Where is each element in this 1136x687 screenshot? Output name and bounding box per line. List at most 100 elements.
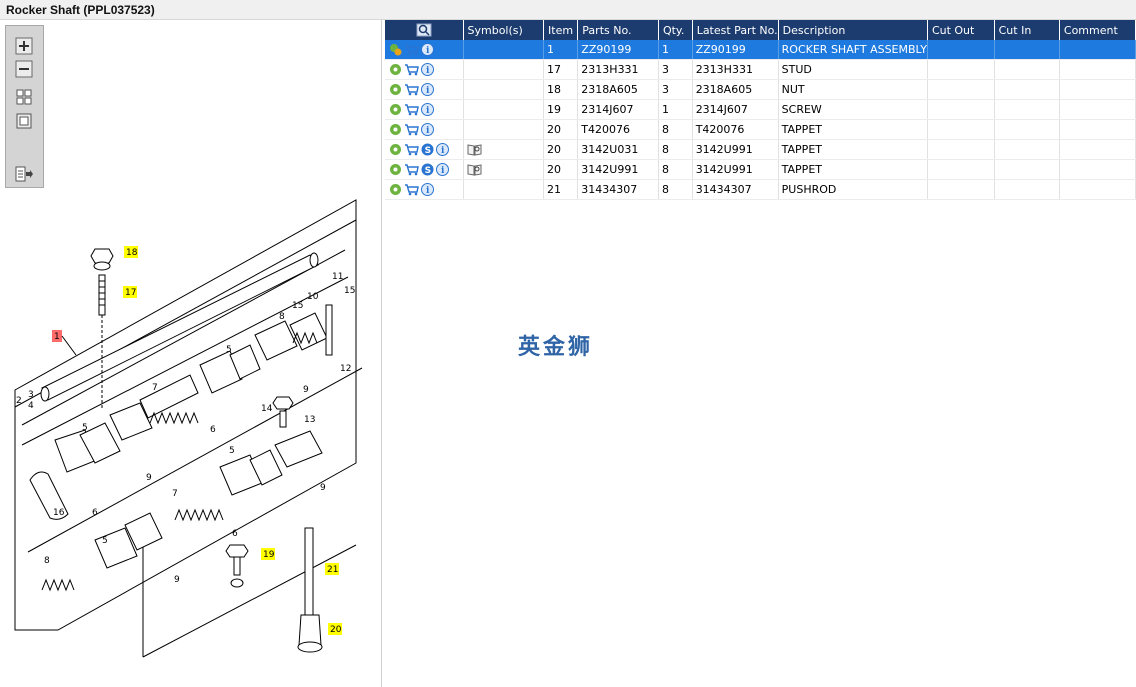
cart-icon[interactable] bbox=[404, 63, 419, 76]
cell-description: TAPPET bbox=[778, 119, 928, 140]
cell-latest-part-no: 2314J607 bbox=[692, 99, 779, 120]
info-icon[interactable]: i bbox=[421, 103, 434, 117]
diagram-pane[interactable]: 2 3 4 5 5 5 5 6 6 6 7 7 8 8 9 9 9 9 10 1… bbox=[0, 20, 382, 687]
exploded-parts-diagram[interactable]: 2 3 4 5 5 5 5 6 6 6 7 7 8 8 9 9 9 9 10 1… bbox=[0, 195, 380, 665]
label: 3 bbox=[28, 390, 34, 400]
cell-cut-in bbox=[994, 99, 1060, 120]
info-icon[interactable]: i bbox=[421, 183, 434, 197]
cell-qty: 8 bbox=[658, 119, 693, 140]
label: 15 bbox=[344, 286, 355, 296]
book-icon[interactable] bbox=[467, 143, 482, 156]
col-qty[interactable]: Qty. bbox=[658, 20, 693, 40]
label: 5 bbox=[229, 446, 235, 456]
info-icon[interactable]: i bbox=[436, 163, 449, 177]
cell-part-no: T420076 bbox=[577, 119, 659, 140]
info-icon[interactable]: i bbox=[421, 43, 434, 57]
col-actions[interactable] bbox=[385, 20, 464, 40]
part-labels: 2 3 4 5 5 5 5 6 6 6 7 7 8 8 9 9 9 9 10 1… bbox=[16, 272, 355, 585]
cart-icon[interactable] bbox=[404, 143, 419, 156]
zoom-out-icon bbox=[15, 60, 33, 78]
actual-size-icon bbox=[16, 113, 32, 129]
row-actions: i bbox=[385, 99, 464, 120]
cell-part-no: ZZ90199 bbox=[577, 40, 659, 60]
col-cut-in[interactable]: Cut In bbox=[994, 20, 1060, 40]
zoom-in-button[interactable] bbox=[13, 36, 35, 56]
zoom-out-button[interactable] bbox=[13, 59, 35, 79]
info-icon[interactable]: i bbox=[436, 143, 449, 157]
gear-icon[interactable] bbox=[389, 123, 402, 136]
gear-icon[interactable] bbox=[389, 83, 402, 96]
cell-qty: 1 bbox=[658, 99, 693, 120]
cell-qty: 3 bbox=[658, 59, 693, 80]
cell-description: NUT bbox=[778, 79, 928, 100]
label: 9 bbox=[174, 575, 180, 585]
gear-icon[interactable] bbox=[389, 183, 402, 196]
cart-icon[interactable] bbox=[404, 163, 419, 176]
cell-cut-out bbox=[927, 40, 995, 60]
cart-icon[interactable] bbox=[404, 183, 419, 196]
row-actions: i bbox=[385, 119, 464, 140]
callout: 18 bbox=[126, 248, 138, 258]
col-item[interactable]: Item bbox=[543, 20, 579, 40]
col-description[interactable]: Description bbox=[778, 20, 928, 40]
col-part-no[interactable]: Parts No. bbox=[577, 20, 659, 40]
callouts: 18 17 1 19 21 20 bbox=[52, 246, 342, 635]
svg-text:i: i bbox=[426, 66, 430, 76]
book-icon[interactable] bbox=[467, 163, 482, 176]
info-icon[interactable]: i bbox=[421, 83, 434, 97]
cart-icon[interactable] bbox=[404, 103, 419, 116]
row-symbols bbox=[463, 40, 545, 60]
row-symbols bbox=[463, 179, 545, 200]
cart-icon[interactable] bbox=[404, 43, 419, 56]
cell-cut-in bbox=[994, 40, 1060, 60]
callout: 21 bbox=[327, 565, 338, 575]
row-symbols bbox=[463, 159, 545, 180]
export-list-button[interactable] bbox=[13, 164, 35, 184]
parts-list-pane[interactable]: Symbol(s) Item Parts No. Qty. Latest Par… bbox=[385, 20, 1136, 687]
info-icon[interactable]: i bbox=[421, 123, 434, 137]
cell-cut-in bbox=[994, 59, 1060, 80]
cell-comment bbox=[1059, 179, 1136, 200]
cell-description: ROCKER SHAFT ASSEMBLY bbox=[778, 40, 928, 60]
cart-icon[interactable] bbox=[404, 83, 419, 96]
fit-view-button[interactable] bbox=[13, 87, 35, 107]
cell-cut-out bbox=[927, 99, 995, 120]
supersession-icon[interactable]: S bbox=[421, 163, 434, 176]
col-cut-out[interactable]: Cut Out bbox=[927, 20, 995, 40]
cell-cut-in bbox=[994, 139, 1060, 160]
row-symbols bbox=[463, 59, 545, 80]
col-comment[interactable]: Comment bbox=[1059, 20, 1136, 40]
gear-icon[interactable] bbox=[389, 63, 402, 76]
cell-latest-part-no: 3142U991 bbox=[692, 139, 779, 160]
cell-cut-out bbox=[927, 159, 995, 180]
supersession-icon[interactable]: S bbox=[421, 143, 434, 156]
cell-comment bbox=[1059, 159, 1136, 180]
search-icon bbox=[416, 23, 432, 37]
cell-latest-part-no: 2318A605 bbox=[692, 79, 779, 100]
gear-icon[interactable] bbox=[389, 103, 402, 116]
parts-table: Symbol(s) Item Parts No. Qty. Latest Par… bbox=[385, 20, 1136, 200]
actual-size-button[interactable] bbox=[13, 111, 35, 131]
col-symbols[interactable]: Symbol(s) bbox=[463, 20, 545, 40]
gear-icon[interactable] bbox=[389, 43, 402, 56]
cell-comment bbox=[1059, 99, 1136, 120]
gear-icon[interactable] bbox=[389, 143, 402, 156]
rocker-row-2 bbox=[94, 430, 323, 569]
row-symbols bbox=[463, 139, 545, 160]
row-actions: i bbox=[385, 79, 464, 100]
info-icon[interactable]: i bbox=[421, 63, 434, 77]
cell-cut-in bbox=[994, 79, 1060, 100]
col-latest-part-no[interactable]: Latest Part No. bbox=[692, 20, 779, 40]
gear-icon[interactable] bbox=[389, 163, 402, 176]
cart-icon[interactable] bbox=[404, 123, 419, 136]
cell-description: STUD bbox=[778, 59, 928, 80]
screw-13 bbox=[272, 396, 294, 428]
